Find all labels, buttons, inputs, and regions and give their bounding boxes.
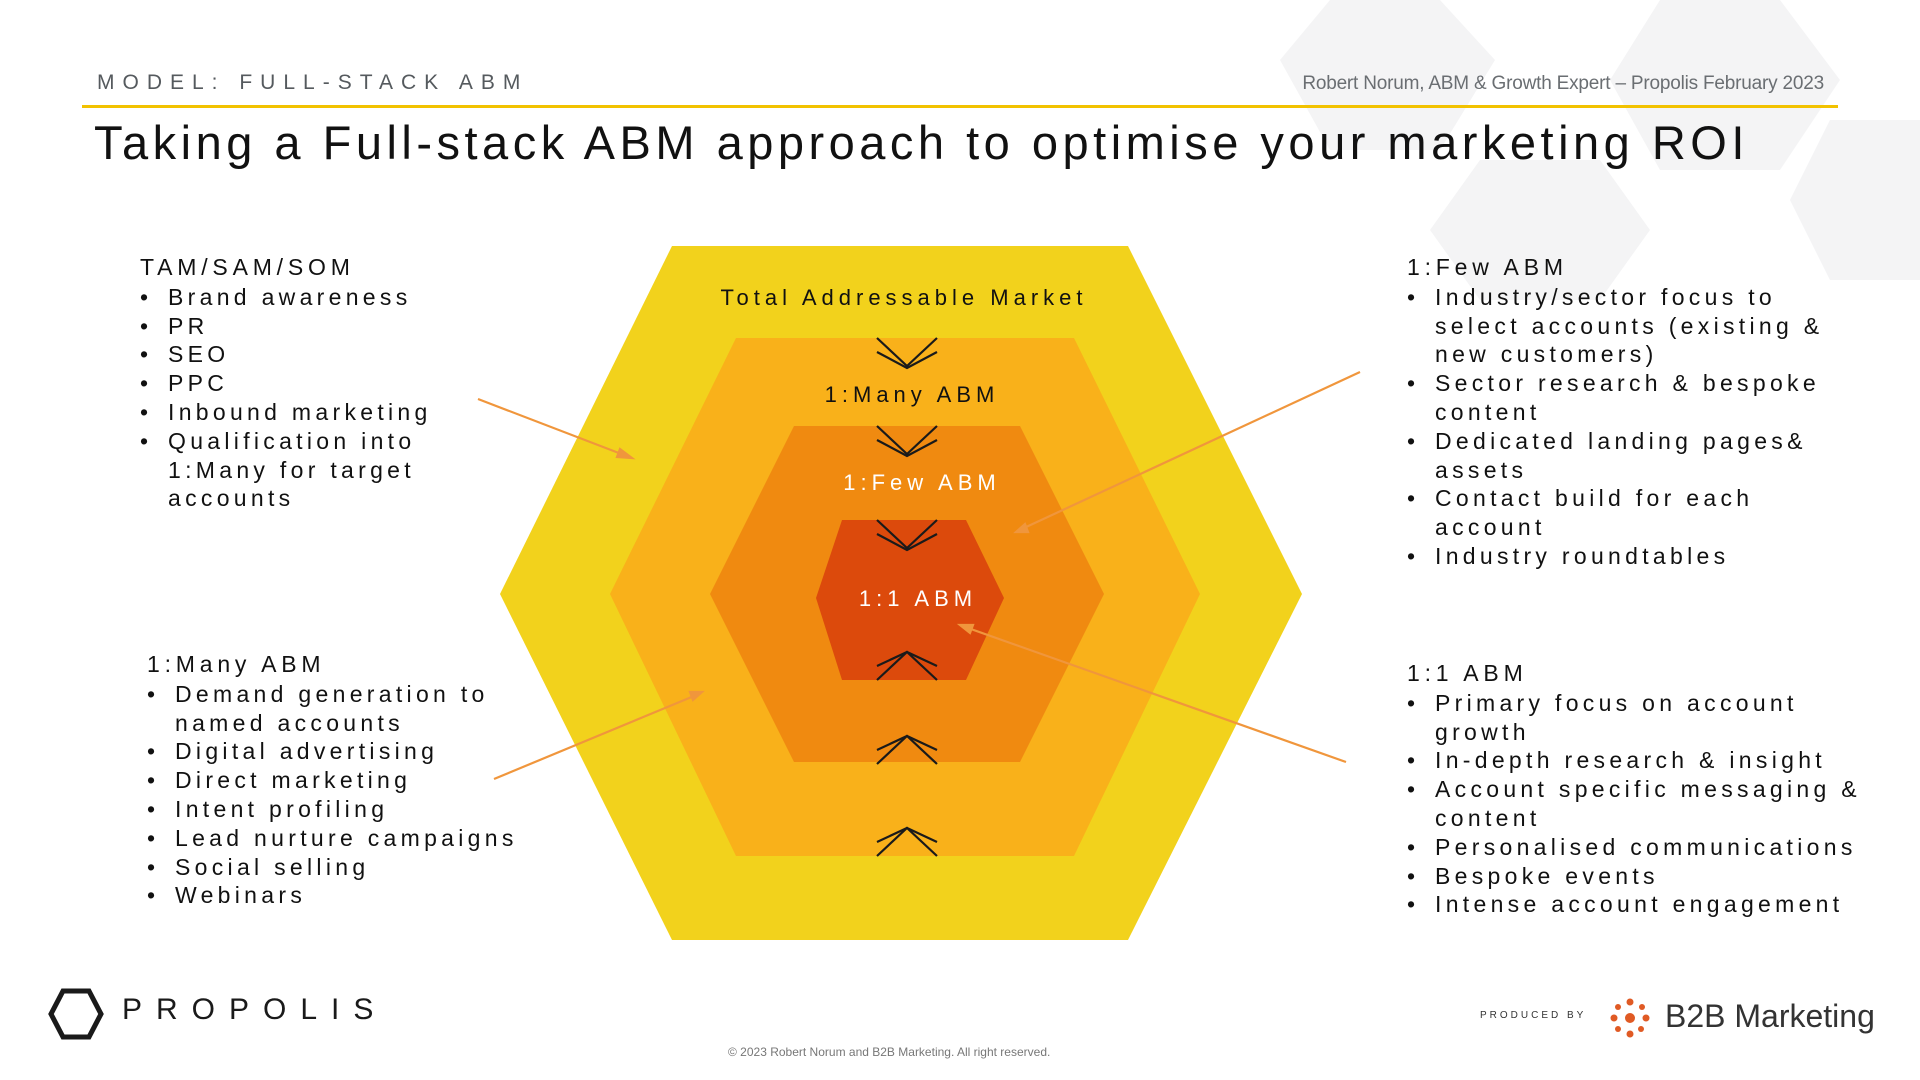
chevron-down-icon	[876, 533, 938, 552]
callout-list: Industry/sector focus to select accounts…	[1407, 283, 1857, 571]
label-one-to-one: 1:1 ABM	[859, 586, 977, 611]
list-item: Direct marketing	[147, 766, 527, 795]
list-item: PPC	[140, 369, 520, 398]
chevron-down-icon	[876, 351, 938, 370]
arrowhead-icon	[1013, 522, 1030, 534]
pointer-arrow-one-to-many	[493, 694, 695, 781]
list-item: Primary focus on account growth	[1407, 689, 1877, 747]
list-item: Dedicated landing pages& assets	[1407, 427, 1857, 485]
pointer-arrow-one-to-few	[1023, 371, 1361, 529]
callout-title: 1:1 ABM	[1407, 660, 1528, 686]
list-item: Inbound marketing	[140, 398, 520, 427]
callout-title: 1:Few ABM	[1407, 254, 1568, 280]
list-item: Webinars	[147, 881, 527, 910]
list-item: Demand generation to named accounts	[147, 680, 527, 738]
callout-title: TAM/SAM/SOM	[140, 254, 355, 280]
arrowhead-icon	[688, 690, 705, 702]
label-one-to-many: 1:Many ABM	[825, 382, 1000, 407]
propolis-logo: PROPOLIS	[48, 988, 373, 1045]
callout-list: Primary focus on account growth In-depth…	[1407, 689, 1877, 919]
copyright-notice: © 2023 Robert Norum and B2B Marketing. A…	[728, 1045, 1051, 1059]
section-label: MODEL: FULL-STACK ABM	[97, 71, 529, 94]
callout-one-to-one: 1:1 ABM Primary focus on account growth …	[1407, 659, 1877, 919]
hexagon-logo-icon	[48, 988, 104, 1040]
list-item: In-depth research & insight	[1407, 746, 1877, 775]
list-item: Industry roundtables	[1407, 542, 1857, 571]
list-item: Intent profiling	[147, 795, 527, 824]
produced-by-label: PRODUCED BY	[1480, 1010, 1587, 1021]
callout-one-to-few: 1:Few ABM Industry/sector focus to selec…	[1407, 253, 1857, 571]
list-item: Lead nurture campaigns	[147, 824, 527, 853]
header-divider	[82, 105, 1838, 108]
b2b-marketing-logo-icon	[1610, 998, 1650, 1038]
callout-list: Demand generation to named accounts Digi…	[147, 680, 527, 910]
chevron-down-icon	[876, 519, 938, 550]
chevron-down-icon	[876, 337, 938, 368]
list-item: Qualification into 1:Many for target acc…	[140, 427, 520, 513]
list-item: Personalised communications	[1407, 833, 1877, 862]
callout-tam-sam-som: TAM/SAM/SOM Brand awareness PR SEO PPC I…	[140, 253, 520, 513]
author-credit: Robert Norum, ABM & Growth Expert – Prop…	[1302, 73, 1824, 94]
chevron-down-icon	[876, 439, 938, 458]
arrowhead-icon	[615, 447, 636, 460]
b2b-marketing-brand-name: B2B Marketing	[1665, 998, 1875, 1034]
callout-title: 1:Many ABM	[147, 651, 326, 677]
callout-list: Brand awareness PR SEO PPC Inbound marke…	[140, 283, 520, 513]
propolis-brand-name: PROPOLIS	[122, 993, 388, 1026]
label-one-to-few: 1:Few ABM	[843, 470, 1000, 495]
label-total-addressable-market: Total Addressable Market	[720, 285, 1087, 310]
list-item: Account specific messaging & content	[1407, 775, 1877, 833]
list-item: Intense account engagement	[1407, 890, 1877, 919]
chevron-up-icon	[876, 826, 938, 857]
chevron-up-icon	[876, 650, 938, 681]
hexagon-one-to-one	[816, 520, 1004, 680]
arrowhead-icon	[956, 623, 975, 635]
list-item: Social selling	[147, 853, 527, 882]
list-item: Industry/sector focus to select accounts…	[1407, 283, 1857, 369]
pointer-arrow-one-to-one	[967, 626, 1347, 764]
callout-one-to-many: 1:Many ABM Demand generation to named ac…	[147, 650, 527, 910]
list-item: Digital advertising	[147, 737, 527, 766]
list-item: Sector research & bespoke content	[1407, 369, 1857, 427]
list-item: Contact build for each account	[1407, 484, 1857, 542]
list-item: Brand awareness	[140, 283, 520, 312]
chevron-up-icon	[876, 734, 938, 765]
chevron-down-icon	[876, 425, 938, 456]
list-item: SEO	[140, 340, 520, 369]
page-title: Taking a Full-stack ABM approach to opti…	[94, 116, 1749, 169]
list-item: Bespoke events	[1407, 862, 1877, 891]
list-item: PR	[140, 312, 520, 341]
